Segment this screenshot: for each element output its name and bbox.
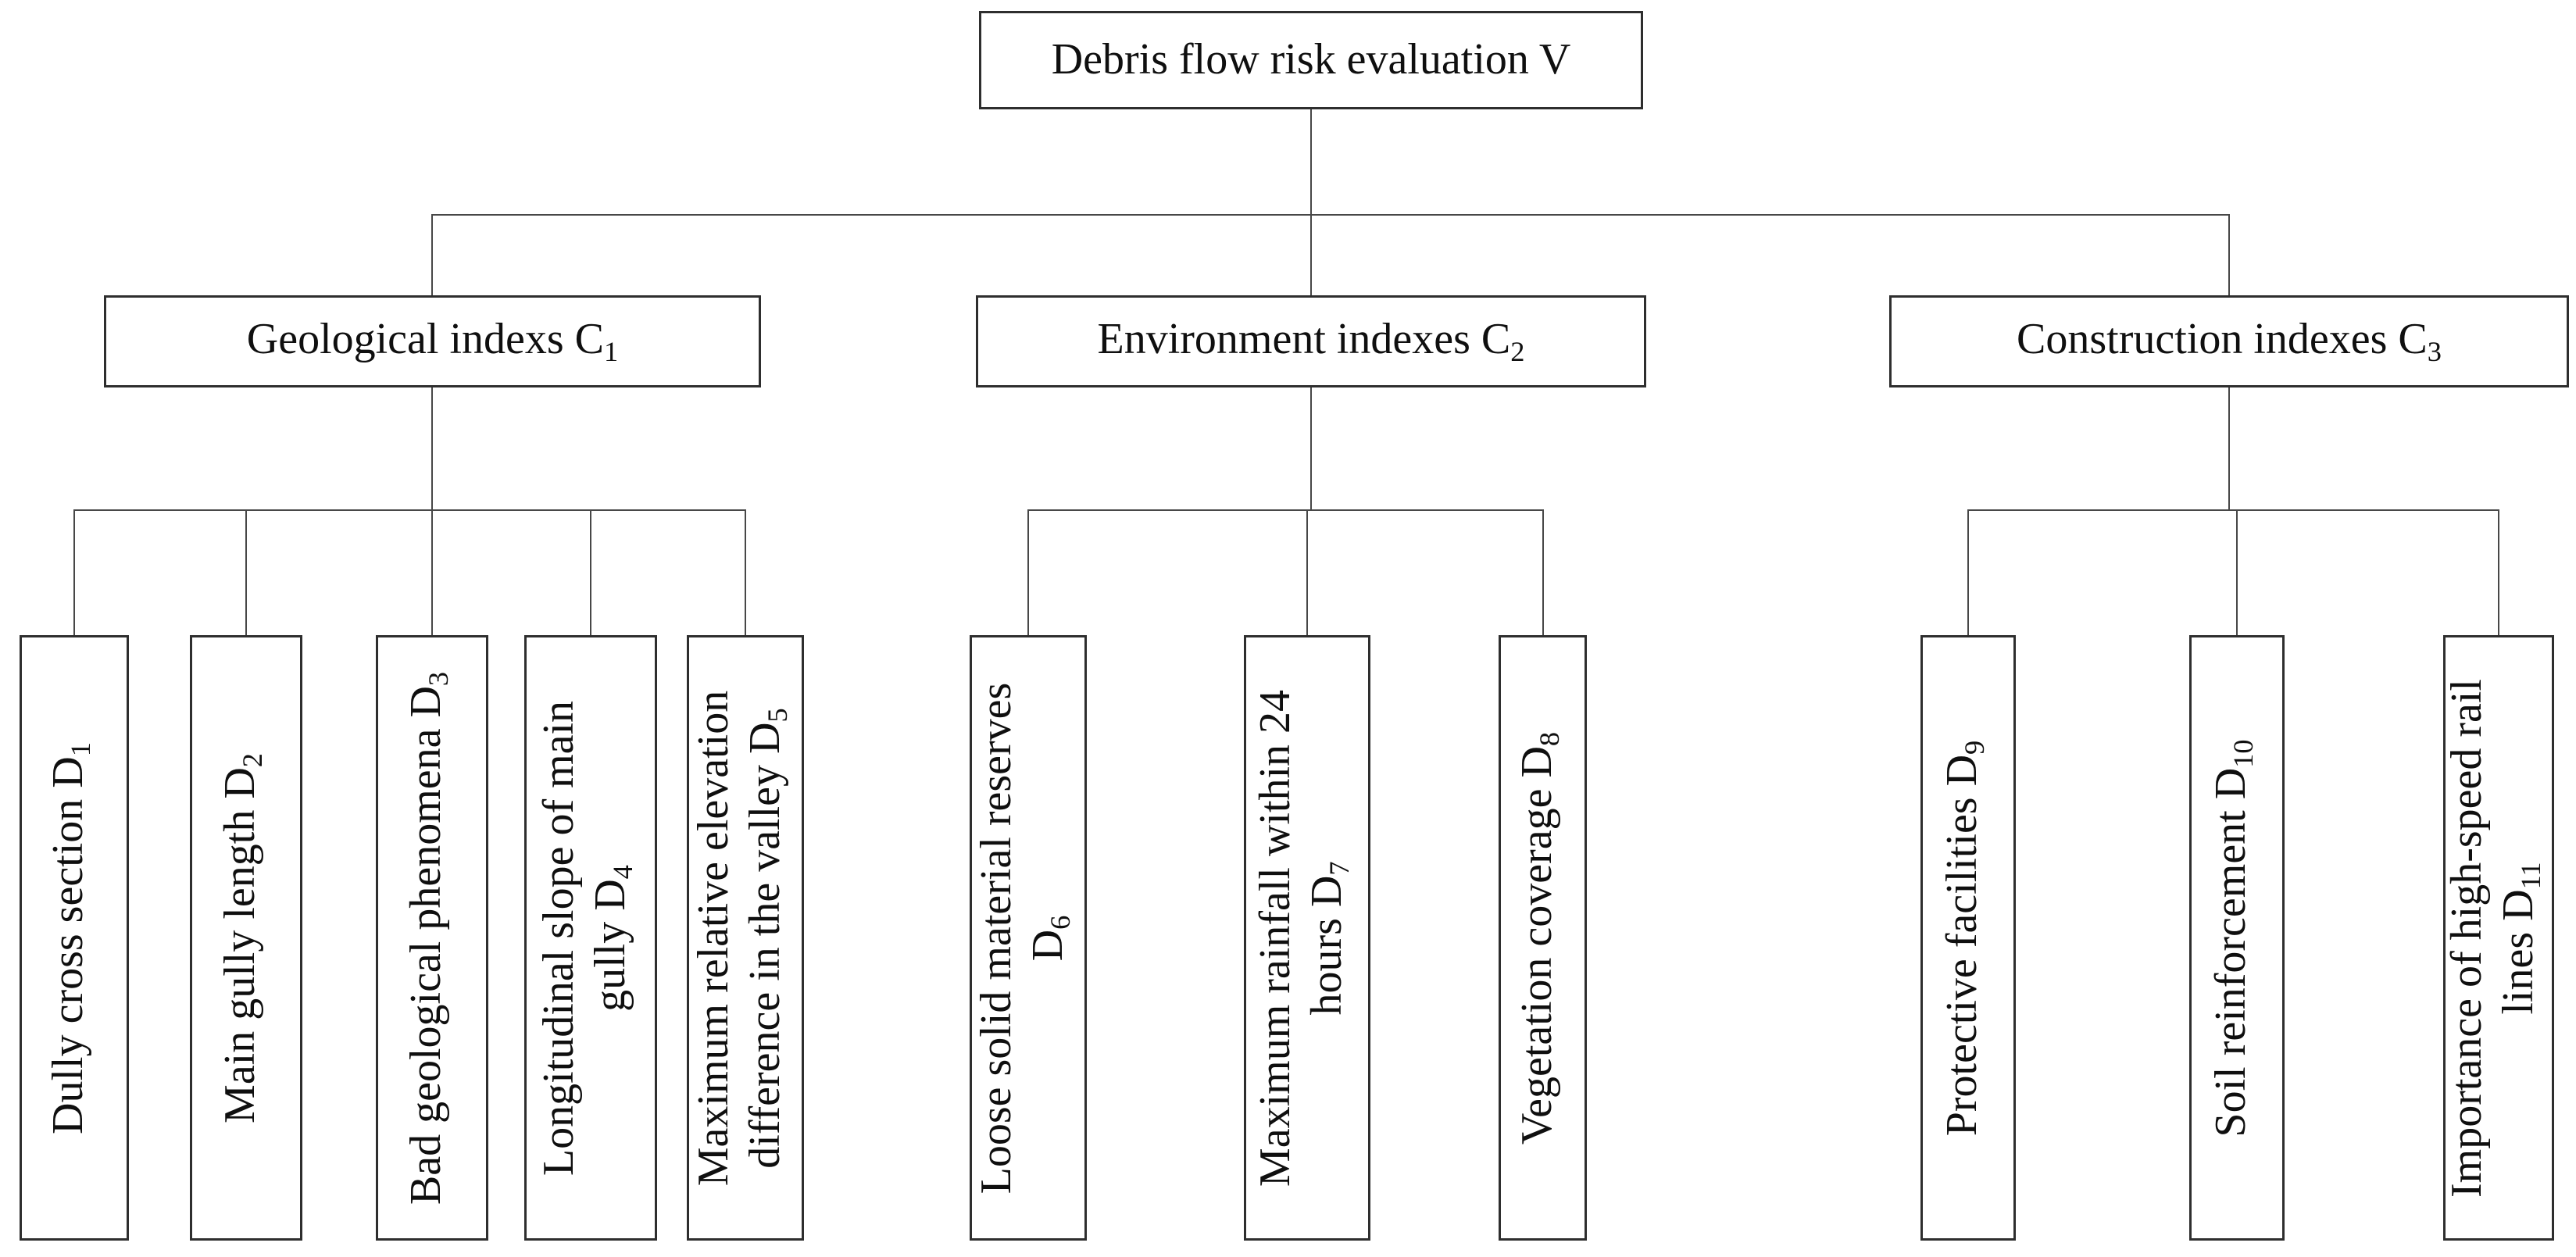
indicator-label-d3: Bad geological phenomena D3 <box>401 671 455 1205</box>
connector-drop-d4 <box>590 509 591 635</box>
category-box-c2: Environment indexes C2 <box>976 295 1646 387</box>
connector-drop-d2 <box>245 509 247 635</box>
indicator-box-d3: Bad geological phenomena D3 <box>376 635 488 1241</box>
connector-drop-c3 <box>2228 214 2230 295</box>
connector-rail-c2 <box>1027 509 1544 511</box>
indicator-box-d5: Maximum relative elevation difference in… <box>687 635 804 1241</box>
connector-stem-c1 <box>431 387 433 511</box>
indicator-box-d7: Maximum rainfall within 24 hours D7 <box>1244 635 1370 1241</box>
connector-stem-root <box>1310 109 1312 216</box>
indicator-label-d5: Maximum relative elevation difference in… <box>688 690 794 1186</box>
indicator-box-d4: Longitudinal slope of main gully D4 <box>524 635 657 1241</box>
connector-rail-c1 <box>73 509 746 511</box>
connector-rail-level1 <box>431 214 2230 216</box>
indicator-label-d10: Soil reinforcement D10 <box>2206 738 2260 1137</box>
connector-drop-d7 <box>1306 509 1308 635</box>
indicator-label-d7: Maximum rainfall within 24 hours D7 <box>1250 689 1356 1187</box>
connector-drop-d9 <box>1967 509 1969 635</box>
connector-drop-d6 <box>1027 509 1029 635</box>
category-box-c3: Construction indexes C3 <box>1889 295 2569 387</box>
indicator-label-d1: Dully cross section D1 <box>43 741 97 1134</box>
root-box-v: Debris flow risk evaluation V <box>979 11 1643 109</box>
indicator-label-d9: Protective facilities D9 <box>1937 740 1991 1136</box>
connector-stem-c3 <box>2228 387 2230 511</box>
indicator-label-d2: Main gully length D2 <box>215 752 269 1123</box>
connector-drop-c2 <box>1310 214 1312 295</box>
connector-drop-c1 <box>431 214 433 295</box>
category-label-c3: Construction indexes C3 <box>2017 314 2442 368</box>
connector-rail-c3 <box>1967 509 2499 511</box>
indicator-box-d8: Vegetation coverage D8 <box>1499 635 1587 1241</box>
indicator-box-d6: Loose solid material reserves D6 <box>970 635 1087 1241</box>
category-label-c2: Environment indexes C2 <box>1097 314 1525 368</box>
connector-drop-d11 <box>2498 509 2499 635</box>
category-label-c1: Geological indexs C1 <box>246 314 619 368</box>
connector-stem-c2 <box>1310 387 1312 511</box>
category-box-c1: Geological indexs C1 <box>104 295 761 387</box>
connector-drop-d8 <box>1542 509 1544 635</box>
root-label: Debris flow risk evaluation V <box>1051 35 1571 84</box>
connector-drop-d1 <box>73 509 75 635</box>
indicator-label-d11: Importance of high-speed rail lines D11 <box>2442 678 2547 1198</box>
indicator-box-d11: Importance of high-speed rail lines D11 <box>2442 635 2554 1241</box>
connector-drop-d10 <box>2236 509 2238 635</box>
indicator-label-d6: Loose solid material reserves D6 <box>971 682 1077 1194</box>
indicator-box-d10: Soil reinforcement D10 <box>2189 635 2285 1241</box>
indicator-box-d1: Dully cross section D1 <box>20 635 129 1241</box>
indicator-label-d4: Longitudinal slope of main gully D4 <box>534 700 639 1176</box>
indicator-label-d8: Vegetation coverage D8 <box>1512 731 1565 1145</box>
connector-drop-d5 <box>745 509 746 635</box>
connector-drop-d3 <box>431 509 433 635</box>
indicator-box-d9: Protective facilities D9 <box>1920 635 2016 1241</box>
indicator-box-d2: Main gully length D2 <box>190 635 302 1241</box>
